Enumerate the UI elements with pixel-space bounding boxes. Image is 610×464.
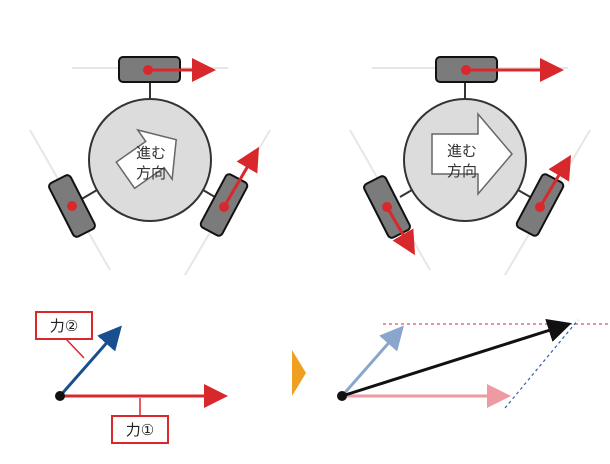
robot-left: 進む 方向 <box>29 56 271 276</box>
direction-label-line1: 進む <box>447 142 477 160</box>
force-vectors: 力② 力① <box>35 311 228 444</box>
direction-arrow-right <box>431 111 513 197</box>
wheel-force-arrow <box>222 146 260 208</box>
direction-label-line1: 進む <box>136 144 166 162</box>
force2-label: 力② <box>50 317 78 335</box>
force2-arrow <box>58 325 122 397</box>
force2-label-box <box>35 311 93 340</box>
direction-label-line2: 方向 <box>447 162 477 180</box>
origin-dot <box>337 391 347 401</box>
spoke <box>79 189 98 201</box>
direction-arrow-left <box>115 128 178 190</box>
wheel-force-origin <box>219 202 229 212</box>
wheel-force-arrow <box>538 154 572 208</box>
spoke <box>517 189 533 199</box>
force2-leader <box>65 338 85 359</box>
wheel-force-origin <box>67 201 77 211</box>
spoke <box>399 189 413 198</box>
resultant-vectors <box>337 318 610 409</box>
wheel-force-origin <box>535 202 545 212</box>
force2-faded-arrow <box>340 325 404 397</box>
wheel-force-arrow <box>385 206 416 256</box>
wheel-force-origin <box>382 202 392 212</box>
resultant-arrow <box>341 318 572 398</box>
wheel-force-origin <box>143 65 153 75</box>
robot-right: 進む 方向 <box>349 56 591 276</box>
force1-label: 力① <box>126 421 154 439</box>
direction-label-line2: 方向 <box>136 164 166 182</box>
wheel-force-origin <box>461 65 471 75</box>
origin-dot <box>55 391 65 401</box>
play-triangle-icon <box>292 350 306 396</box>
guide-dotted-blue <box>504 319 579 409</box>
